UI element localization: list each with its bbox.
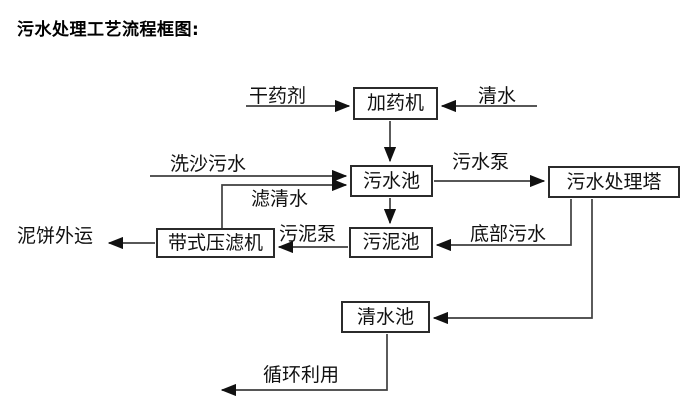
node-sewage-pool: 污水池 — [350, 165, 433, 197]
node-dosing-machine: 加药机 — [353, 87, 438, 120]
edge-label-clean-water: 清水 — [478, 85, 517, 107]
edge-bottom-sewage — [435, 199, 572, 252]
edge-label-sand-washing-sewage: 洗沙污水 — [170, 153, 247, 175]
edge-label-dry-chemical: 干药剂 — [249, 85, 307, 107]
page-title: 污水处理工艺流程框图: — [17, 20, 200, 40]
edge-label-sludge-pump: 污泥泵 — [279, 223, 337, 245]
edge-label-recycling: 循环利用 — [263, 364, 340, 386]
edge-label-mud-cake-out: 泥饼外运 — [17, 225, 94, 247]
node-sludge-pool: 污泥池 — [349, 227, 433, 258]
edge-label-filtered-water: 滤清水 — [251, 188, 309, 210]
edge-label-sewage-pump: 污水泵 — [452, 151, 510, 173]
edge-label-bottom-sewage: 底部污水 — [470, 223, 547, 245]
edge-filtered-water — [221, 178, 348, 228]
edge-tower-to-clean-pool — [432, 199, 593, 325]
node-sewage-treatment-tower: 污水处理塔 — [548, 166, 680, 198]
node-clean-water-pool: 清水池 — [341, 301, 430, 333]
node-belt-filter-press: 带式压滤机 — [156, 228, 275, 258]
edge-recycling — [220, 334, 388, 397]
